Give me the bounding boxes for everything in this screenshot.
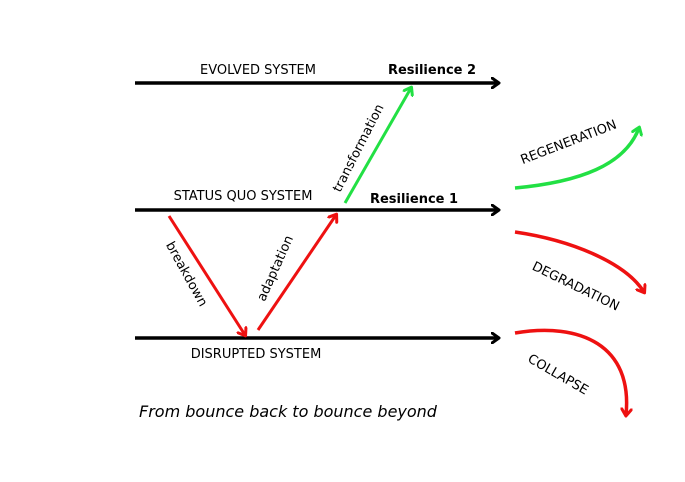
regeneration-label: REGENERATION — [519, 118, 619, 168]
evolved-system-label: EVOLVED SYSTEM — [200, 63, 316, 78]
caption: From bounce back to bounce beyond — [139, 402, 438, 421]
disrupted-system-label: DISRUPTED SYSTEM — [191, 347, 322, 362]
resilience-1-label: Resilience 1 — [370, 192, 458, 207]
degradation-label: DEGRADATION — [530, 259, 622, 314]
collapse-label: COLLAPSE — [525, 352, 591, 399]
regeneration-arrow — [514, 128, 639, 190]
adaptation-arrow — [256, 215, 336, 331]
adaptation-label: adaptation — [255, 233, 297, 303]
degradation-arrow — [514, 230, 644, 292]
transformation-arrow — [343, 88, 411, 204]
breakdown-label: breakdown — [162, 239, 210, 309]
status-quo-system-label: STATUS QUO SYSTEM — [174, 189, 313, 204]
resilience-2-label: Resilience 2 — [388, 63, 476, 78]
breakdown-arrow — [167, 215, 245, 335]
collapse-arrow — [514, 328, 627, 415]
